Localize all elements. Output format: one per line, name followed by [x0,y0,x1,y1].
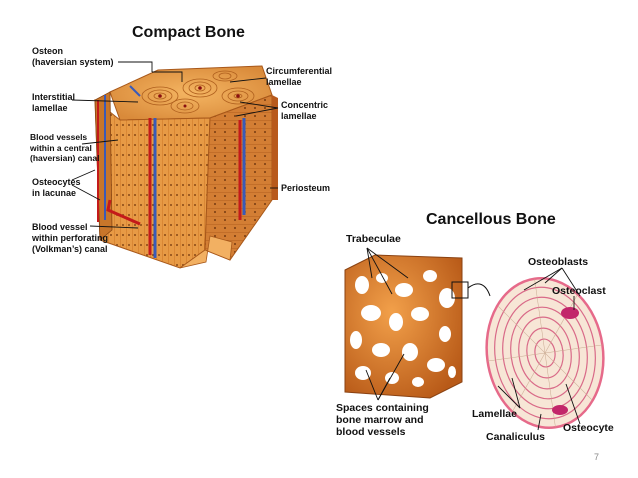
label-osteocytes-lacunae: Osteocytes in lacunae [32,177,81,198]
osteon-rings [141,70,255,114]
label-interstitial-lamellae: Interstitial lamellae [32,92,76,113]
label-canaliculus: Canaliculus [486,431,545,443]
cancellous-bone-title: Cancellous Bone [426,211,556,228]
trabecular-spaces [350,270,456,387]
label-circumferential-lamellae: Circumferential lamellae [266,66,333,87]
label-osteoclast: Osteoclast [552,285,606,297]
label-spaces-marrow: Spaces containing bone marrow and blood … [336,402,429,438]
blood-vessels [97,85,246,258]
label-osteoblasts: Osteoblasts [528,256,589,268]
label-osteon: Osteon (haversian system) [32,46,114,67]
label-lamellae: Lamellae [472,408,517,420]
label-periosteum: Periosteum [281,183,331,193]
label-blood-vessels-central-canal: Blood vessels within a central (haversia… [30,132,100,163]
compact-bone-title: Compact Bone [132,24,245,41]
label-trabeculae: Trabeculae [346,233,401,245]
label-concentric-lamellae: Concentric lamellae [281,100,329,121]
label-osteocyte: Osteocyte [563,422,614,434]
page-number: 7 [594,452,600,462]
label-blood-vessel-volkman-canal: Blood vessel within perforating (Volkman… [32,222,108,254]
trabecula-cross-section [485,277,605,429]
